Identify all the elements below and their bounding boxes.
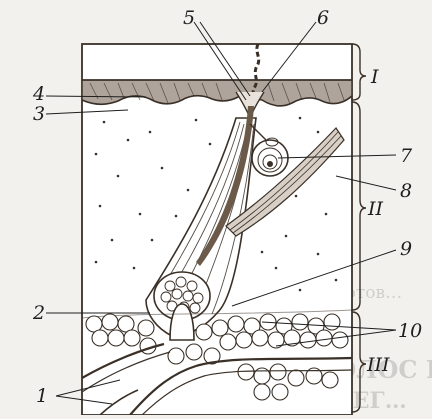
- layer-label-i: I: [370, 66, 379, 88]
- label-3: 3: [33, 103, 45, 125]
- label-2: 2: [32, 302, 45, 324]
- layer-label-ii: II: [367, 198, 384, 220]
- label-5: 5: [183, 7, 195, 29]
- label-7: 7: [400, 145, 413, 167]
- label-1: 1: [36, 385, 48, 407]
- label-6: 6: [317, 7, 329, 29]
- label-9: 9: [400, 238, 412, 260]
- label-8: 8: [400, 180, 412, 202]
- label-4: 4: [32, 83, 45, 105]
- layer-label-iii: III: [366, 354, 390, 376]
- label-10: 10: [398, 320, 422, 342]
